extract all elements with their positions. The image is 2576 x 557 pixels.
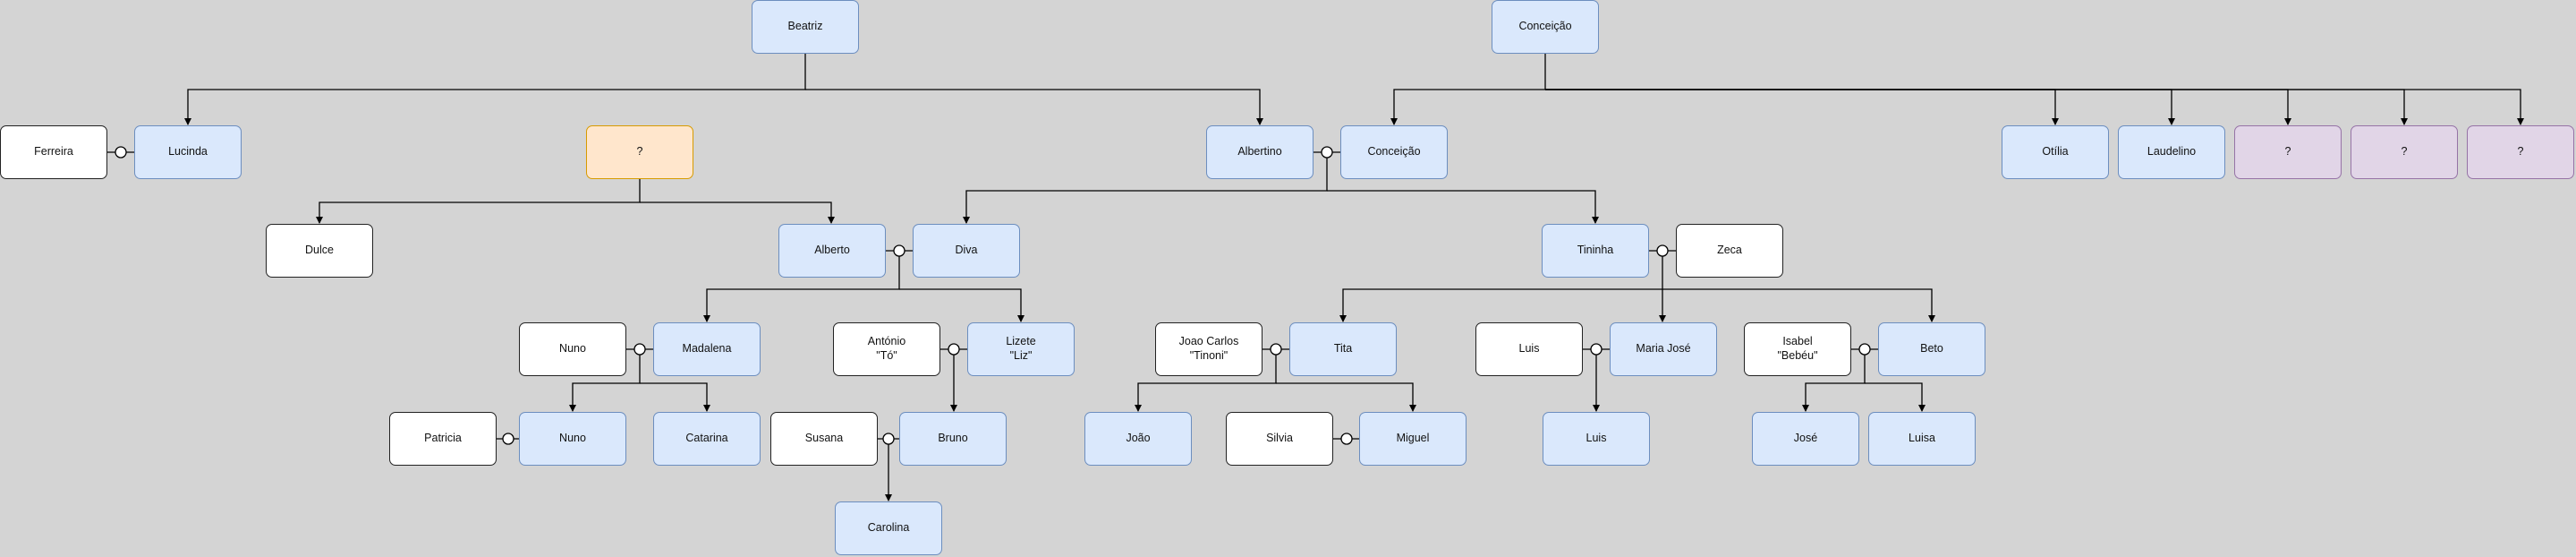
node-luisa[interactable]: Luisa — [1868, 412, 1976, 466]
edge-conceicao-unknown-2 — [1545, 89, 2408, 125]
edge-alberto-madalena — [703, 256, 900, 322]
marriage-dot — [1590, 343, 1603, 356]
node-ferreira[interactable]: Ferreira — [0, 125, 107, 179]
node-beto[interactable]: Beto — [1878, 322, 1985, 376]
edge-alberto-lizete — [899, 288, 1024, 322]
marriage-dot — [1340, 433, 1353, 445]
node-laudelino[interactable]: Laudelino — [2118, 125, 2225, 179]
node-dulce[interactable]: Dulce — [266, 224, 373, 278]
node-diva[interactable]: Diva — [913, 224, 1020, 278]
node-lucinda[interactable]: Lucinda — [134, 125, 242, 179]
node-joao[interactable]: João — [1084, 412, 1192, 466]
marriage-dot — [502, 433, 514, 445]
node-unknown-purple-3[interactable]: ? — [2467, 125, 2574, 179]
marriage-dot — [882, 433, 895, 445]
node-tita[interactable]: Tita — [1289, 322, 1397, 376]
node-miguel[interactable]: Miguel — [1359, 412, 1467, 466]
node-madalena[interactable]: Madalena — [653, 322, 761, 376]
marriage-dot — [633, 343, 646, 356]
marriage-dot — [1656, 244, 1669, 257]
edge-unknown-alberto — [640, 201, 835, 224]
node-silvia[interactable]: Silvia — [1226, 412, 1333, 466]
edge-tininha-tita — [1339, 256, 1663, 322]
edge-tita-joao — [1135, 355, 1277, 412]
node-maria-jose[interactable]: Maria José — [1610, 322, 1717, 376]
edge-madalena-catarina — [640, 382, 710, 412]
node-unknown-orange[interactable]: ? — [586, 125, 693, 179]
node-otilia[interactable]: Otília — [2002, 125, 2109, 179]
node-luis-parent[interactable]: Luis — [1475, 322, 1583, 376]
node-nuno-parent[interactable]: Nuno — [519, 322, 626, 376]
edge-beto-jose — [1802, 355, 1866, 412]
node-conceicao-top[interactable]: Conceição — [1492, 0, 1599, 54]
marriage-dot — [893, 244, 905, 257]
edge-conceicao-otilia — [1545, 89, 2059, 125]
marriage-dot — [1321, 146, 1333, 159]
node-unknown-purple-1[interactable]: ? — [2234, 125, 2342, 179]
node-nuno-child[interactable]: Nuno — [519, 412, 626, 466]
node-susana[interactable]: Susana — [770, 412, 878, 466]
node-alberto[interactable]: Alberto — [778, 224, 886, 278]
node-antonio[interactable]: António "Tó" — [833, 322, 940, 376]
edge-couple-diva — [963, 158, 1328, 224]
node-zeca[interactable]: Zeca — [1676, 224, 1783, 278]
edge-beto-luisa — [1865, 382, 1926, 412]
node-patricia[interactable]: Patricia — [389, 412, 497, 466]
node-tininha[interactable]: Tininha — [1542, 224, 1649, 278]
edge-tita-miguel — [1276, 382, 1416, 412]
node-conceicao-mid[interactable]: Conceição — [1340, 125, 1448, 179]
node-catarina[interactable]: Catarina — [653, 412, 761, 466]
marriage-dot — [1270, 343, 1282, 356]
marriage-dot — [115, 146, 127, 159]
edge-tininha-beto — [1662, 288, 1935, 322]
node-beatriz[interactable]: Beatriz — [752, 0, 859, 54]
node-isabel[interactable]: Isabel "Bebéu" — [1744, 322, 1851, 376]
edge-conceicao-unknown-1 — [1545, 89, 2291, 125]
node-carolina[interactable]: Carolina — [835, 501, 942, 555]
edge-couple-tininha — [1327, 190, 1599, 224]
edge-conceicao-laudelino — [1545, 89, 2175, 125]
edge-madalena-nuno — [569, 355, 641, 412]
edge-unknown-dulce — [316, 179, 641, 224]
node-unknown-purple-2[interactable]: ? — [2351, 125, 2458, 179]
node-joao-carlos[interactable]: Joao Carlos "Tinoni" — [1155, 322, 1262, 376]
node-bruno[interactable]: Bruno — [899, 412, 1007, 466]
edge-conceicao-unknown-3 — [1545, 89, 2524, 125]
edge-beatriz-lucinda — [184, 54, 806, 125]
edge-beatriz-albertino — [805, 89, 1263, 125]
node-luis-child[interactable]: Luis — [1543, 412, 1650, 466]
marriage-dot — [948, 343, 960, 356]
node-lizete[interactable]: Lizete "Liz" — [967, 322, 1075, 376]
edge-conceicao-conceicao — [1390, 54, 1546, 125]
marriage-dot — [1858, 343, 1871, 356]
node-jose[interactable]: José — [1752, 412, 1859, 466]
node-albertino[interactable]: Albertino — [1206, 125, 1314, 179]
